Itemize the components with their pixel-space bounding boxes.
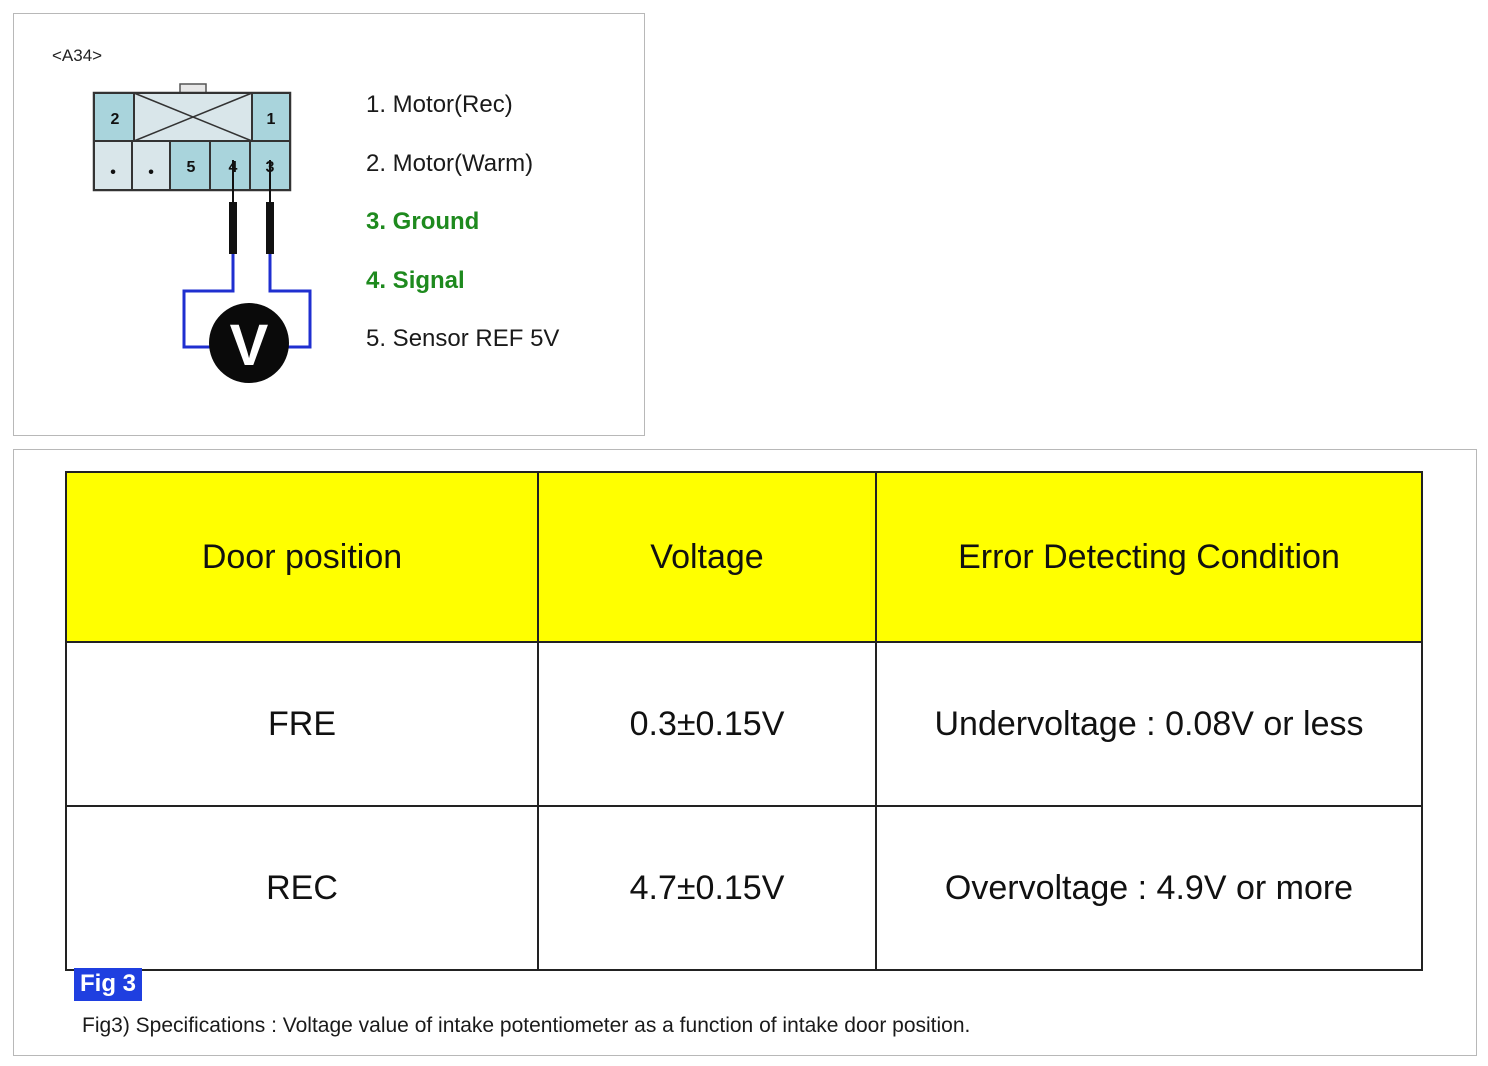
pin-function-item: 4. Signal	[366, 266, 465, 294]
pin-function-item: 5. Sensor REF 5V	[366, 325, 560, 352]
table-row: FRE 0.3±0.15V Undervoltage : 0.08V or le…	[65, 641, 1423, 807]
header-door-position: Door position	[65, 471, 539, 643]
cell-voltage: 0.3±0.15V	[537, 641, 877, 807]
figure-caption: Fig3) Specifications : Voltage value of …	[82, 1014, 971, 1037]
header-error-condition: Error Detecting Condition	[875, 471, 1423, 643]
cell-door-position: FRE	[65, 641, 539, 807]
pin-function-item: 3. Ground	[366, 208, 480, 235]
pin-function-item: 2. Motor(Warm)	[366, 149, 534, 177]
specification-panel: Door position Voltage Error Detecting Co…	[13, 449, 1477, 1056]
cell-error-condition: Overvoltage : 4.9V or more	[875, 805, 1423, 971]
pin-1-cell	[251, 92, 291, 142]
connector-diagram-panel: <A34> 2 1 • • 5 4 3	[13, 13, 645, 436]
table-header-row: Door position Voltage Error Detecting Co…	[65, 471, 1423, 643]
pin-label-5: 5	[187, 159, 196, 176]
pin-function-list: 1. Motor(Rec) 2. Motor(Warm) 3. Ground 4…	[366, 88, 559, 381]
voltmeter-label: V	[230, 313, 269, 378]
table-row: REC 4.7±0.15V Overvoltage : 4.9V or more	[65, 805, 1423, 971]
pin-label-2: 2	[111, 111, 120, 128]
connector-id: <A34>	[52, 46, 103, 65]
pin-label-1: 1	[267, 111, 276, 128]
pin-function-item: 1. Motor(Rec)	[366, 91, 513, 118]
pin-label-dot-a: •	[110, 164, 116, 181]
pin-5-cell	[169, 140, 211, 191]
cell-door-position: REC	[65, 805, 539, 971]
spec-table: Door position Voltage Error Detecting Co…	[65, 471, 1423, 971]
figure-badge: Fig 3	[74, 968, 143, 1001]
cell-voltage: 4.7±0.15V	[537, 805, 877, 971]
header-voltage: Voltage	[537, 471, 877, 643]
voltmeter-icon	[209, 303, 289, 383]
pin-label-dot-b: •	[148, 164, 154, 181]
connector-wiring-diagram: 2 1 • • 5 4 3 V	[92, 83, 312, 383]
probe-wire-right	[268, 254, 312, 349]
pin-4-cell	[209, 140, 251, 191]
cell-error-condition: Undervoltage : 0.08V or less	[875, 641, 1423, 807]
probe-wire-left	[182, 254, 235, 349]
